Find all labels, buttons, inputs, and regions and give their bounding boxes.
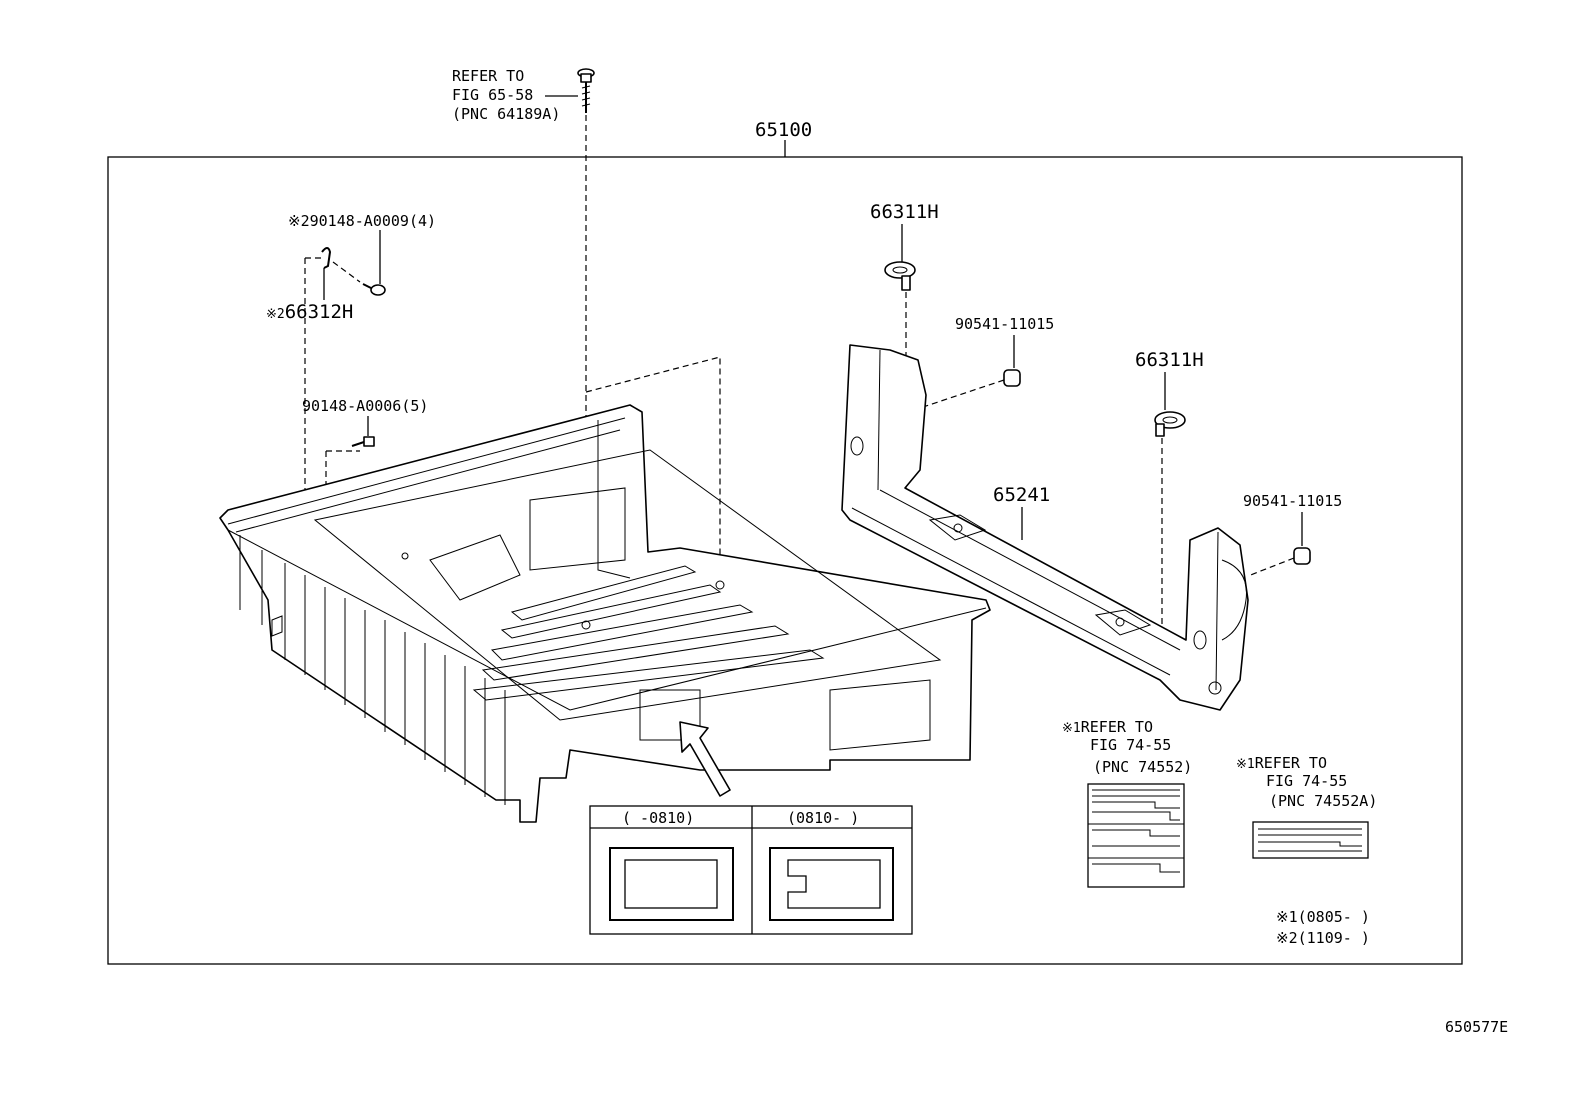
caution-label-2-icon (1252, 821, 1369, 859)
variant-table: ( -0810) (0810- ) (589, 805, 913, 935)
svg-text:(PNC 64189A): (PNC 64189A) (452, 105, 560, 123)
svg-text:(PNC 74552): (PNC 74552) (1093, 758, 1192, 776)
tiedown-2-label[interactable]: 66311H (1135, 349, 1204, 371)
svg-text:(PNC 74552A): (PNC 74552A) (1269, 792, 1377, 810)
nut-2-icon (1293, 547, 1311, 565)
hook-label[interactable]: ※266312H (266, 301, 353, 323)
tiedown-1-label[interactable]: 66311H (870, 201, 939, 223)
bolt-lower-label[interactable]: 90148-A0006(5) (302, 397, 428, 415)
refer-top[interactable]: REFER TO FIG 65-58 (PNC 64189A) (452, 67, 578, 123)
variant-col2[interactable]: (0810- ) (787, 809, 859, 827)
refer-label-1[interactable]: ※1REFER TO FIG 74-55 (PNC 74552) (1062, 718, 1192, 776)
caution-label-1-icon (1087, 783, 1185, 888)
tiedown-2-icon (1154, 411, 1186, 437)
note-2: ※2(1109- ) (1276, 929, 1370, 947)
bolt-upper-label[interactable]: ※290148-A0009(4) (288, 212, 436, 230)
tiedown-1-icon (884, 261, 916, 291)
rear-rail (841, 344, 1249, 711)
svg-text:REFER TO: REFER TO (452, 67, 524, 85)
svg-text:※1REFER TO: ※1REFER TO (1062, 718, 1153, 736)
top-bolt-icon (577, 68, 595, 113)
note-1: ※1(0805- ) (1276, 908, 1370, 926)
bolt-upper-icon (362, 283, 386, 296)
nut-1-icon (1003, 369, 1021, 387)
rail-label[interactable]: 65241 (993, 484, 1050, 506)
refer-label-2[interactable]: ※1REFER TO FIG 74-55 (PNC 74552A) (1236, 754, 1377, 810)
hook-icon (321, 247, 332, 269)
svg-text:FIG 74-55: FIG 74-55 (1090, 736, 1171, 754)
truck-bed (219, 404, 991, 823)
svg-text:※1REFER TO: ※1REFER TO (1236, 754, 1327, 772)
variant-col1[interactable]: ( -0810) (622, 809, 694, 827)
figure-id: 650577E (1445, 1018, 1508, 1036)
svg-text:FIG 65-58: FIG 65-58 (452, 86, 533, 104)
nut-1-label[interactable]: 90541-11015 (955, 315, 1054, 333)
arrow-icon (679, 721, 731, 797)
bolt-lower-icon (351, 436, 375, 447)
nut-2-label[interactable]: 90541-11015 (1243, 492, 1342, 510)
assembly-label[interactable]: 65100 (755, 119, 812, 141)
svg-text:FIG 74-55: FIG 74-55 (1266, 772, 1347, 790)
